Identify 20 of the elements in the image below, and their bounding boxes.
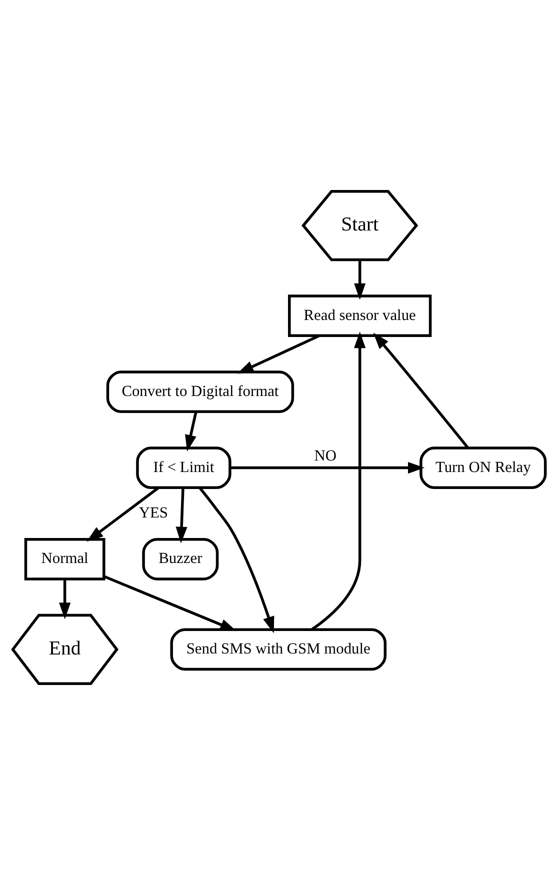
node-box: Buzzer bbox=[142, 537, 219, 580]
arrow bbox=[311, 331, 366, 630]
arrow bbox=[373, 332, 469, 448]
node-box: Turn ON Relay bbox=[420, 446, 547, 488]
arrow bbox=[237, 334, 320, 374]
arrow bbox=[185, 411, 198, 452]
node-box: Convert to Digital format bbox=[106, 370, 294, 412]
arrow bbox=[354, 259, 366, 300]
arrow bbox=[103, 574, 237, 631]
node-box: If < Limit bbox=[136, 446, 232, 488]
arrow bbox=[59, 578, 71, 619]
arrow bbox=[198, 486, 274, 633]
edge-label: YES bbox=[138, 504, 168, 522]
arrow bbox=[230, 461, 425, 474]
arrow bbox=[86, 486, 160, 542]
edge-label: NO bbox=[314, 446, 337, 464]
node-box: Read sensor value bbox=[288, 294, 432, 337]
node-box: Normal bbox=[24, 537, 106, 580]
node-box: Send SMS with GSM module bbox=[170, 628, 387, 670]
arrow bbox=[176, 487, 188, 543]
